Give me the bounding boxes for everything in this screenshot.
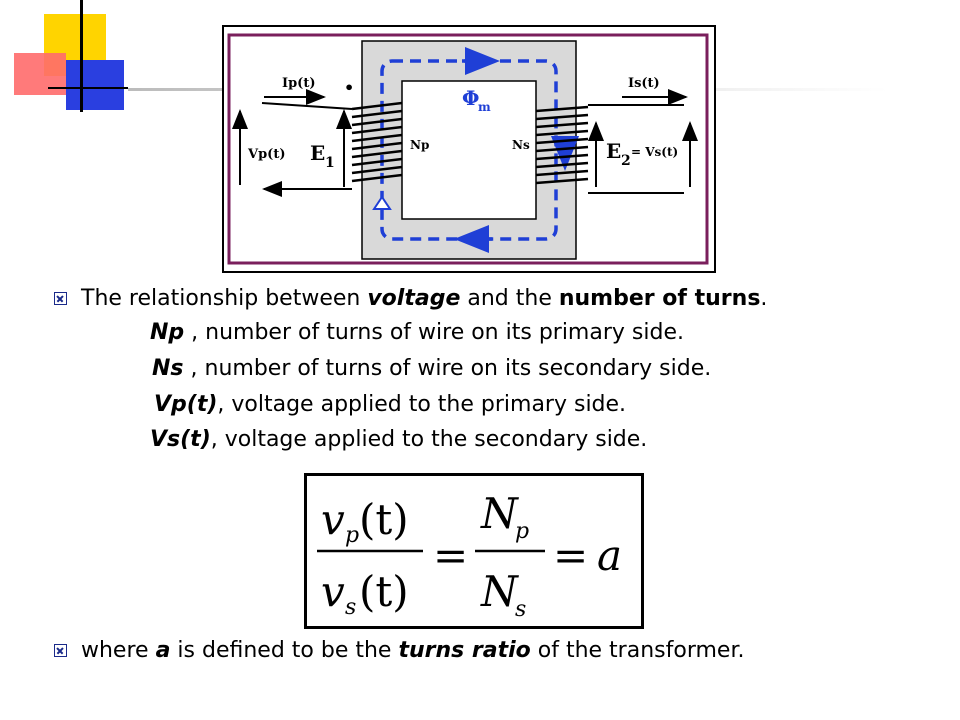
label-is: Is(t) [628, 76, 660, 91]
secondary-coil [535, 105, 589, 185]
formula-np-sub: p [515, 519, 529, 544]
bullet-relationship: The relationship between voltage and the… [54, 286, 767, 311]
turns-ratio-formula: v p (t) v s (t) = N p N s = a [304, 473, 644, 629]
formula-vp-t: (t) [359, 495, 409, 544]
label-ip: Ip(t) [282, 76, 315, 91]
label-e2-sub: 2 [621, 153, 631, 169]
polarity-dot: • [344, 78, 354, 97]
formula-equals-2: = [553, 531, 588, 580]
formula-np-n: N [480, 489, 519, 538]
transformer-core [361, 40, 577, 260]
transformer-svg: Ip(t) • Vp(t) E 1 Np Φ m Ns Is(t) E 2 = … [227, 33, 709, 265]
transformer-diagram: Ip(t) • Vp(t) E 1 Np Φ m Ns Is(t) E 2 = … [222, 25, 716, 273]
formula-vs-t: (t) [359, 567, 409, 616]
primary-lead-top [261, 102, 353, 110]
label-e2: E [606, 139, 621, 163]
formula-vp-v: v [321, 495, 345, 544]
def-np: Np , number of turns of wire on its prim… [150, 320, 684, 345]
formula-ns-n: N [480, 567, 519, 616]
diagram-frame [227, 33, 709, 265]
formula-vp-sub: p [345, 523, 359, 548]
bullet2-text: where a is defined to be the turns ratio… [81, 638, 745, 663]
boxed-x-icon [54, 292, 67, 305]
formula-vs-sub: s [345, 595, 356, 620]
label-phi-sub: m [478, 100, 491, 114]
formula-equals-1: = [433, 531, 468, 580]
label-ns: Ns [512, 138, 530, 152]
boxed-x-icon [54, 644, 67, 657]
corner-vertical-line [80, 0, 83, 112]
flux-hollow-arrow [372, 195, 392, 210]
formula-ns-sub: s [515, 597, 526, 622]
label-np: Np [410, 138, 429, 152]
label-e2-eq: = Vs(t) [631, 145, 678, 159]
corner-blue-square [66, 60, 124, 110]
label-phi: Φ [462, 86, 479, 110]
bullet-turns-ratio: where a is defined to be the turns ratio… [54, 638, 744, 663]
label-e1: E [310, 141, 325, 165]
bullet1-text: The relationship between voltage and the… [81, 286, 768, 311]
def-vs: Vs(t), voltage applied to the secondary … [150, 427, 648, 452]
formula-svg: v p (t) v s (t) = N p N s = a [317, 489, 622, 622]
formula-vs-v: v [321, 567, 345, 616]
def-vp: Vp(t), voltage applied to the primary si… [154, 392, 627, 417]
label-e1-sub: 1 [325, 155, 335, 171]
corner-horizontal-line [48, 87, 128, 89]
primary-coil [351, 101, 403, 183]
formula-a: a [597, 531, 622, 580]
label-vp: Vp(t) [247, 147, 285, 162]
def-ns: Ns , number of turns of wire on its seco… [152, 356, 712, 381]
